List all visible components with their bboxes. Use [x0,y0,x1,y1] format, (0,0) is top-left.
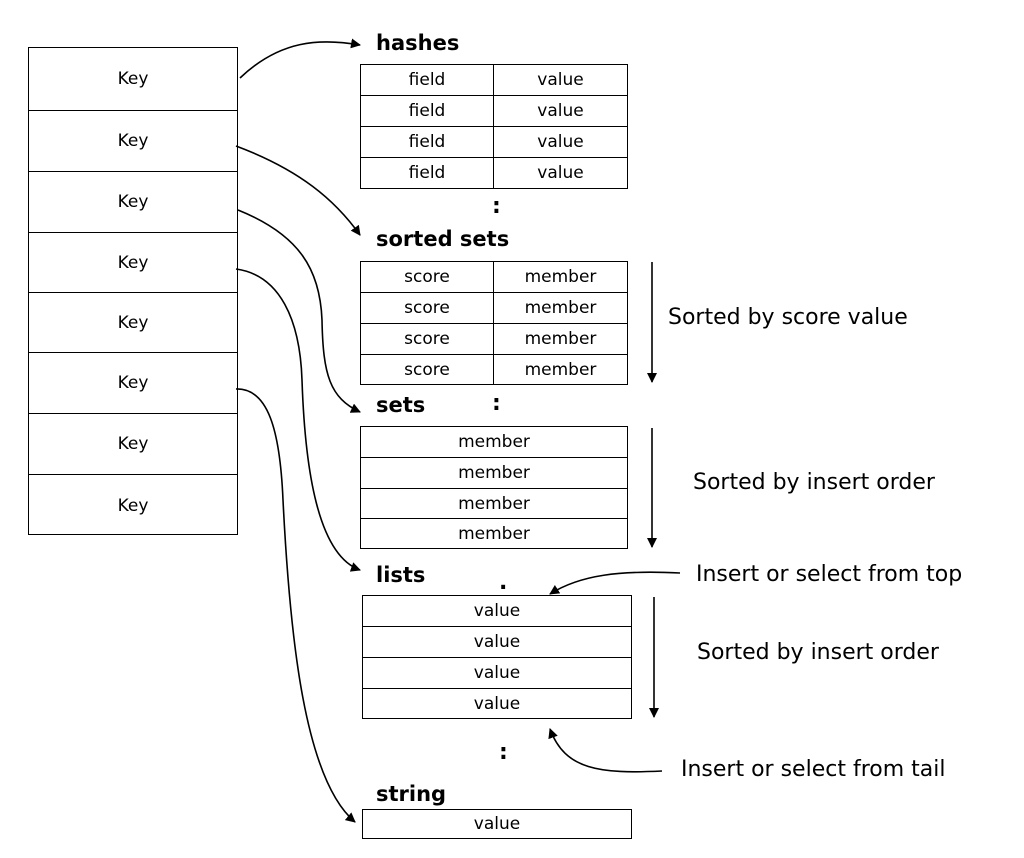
arrow-key-to-hashes [239,38,361,79]
list-value: value [473,663,521,683]
arrow-key-to-string [235,388,356,823]
table-row: member [361,518,627,548]
member-cell: member [458,493,530,514]
key-cell: Key [29,353,237,414]
key-cell: Key [29,111,237,172]
table-row: field value [361,157,627,188]
table-row: value [363,657,631,688]
hashes-title: hashes [376,31,460,55]
table-row: score member [361,354,627,384]
score-cell: score [404,359,450,380]
arrow-key-to-sets [237,209,361,413]
key-cell: Key [117,495,149,516]
sets-note: Sorted by insert order [693,470,935,495]
sorted-sets-more: : [492,391,501,416]
key-cell: Key [29,172,237,233]
table-row: field value [361,126,627,157]
lists-top-note: Insert or select from top [696,562,963,587]
hashes-more: : [492,194,501,219]
insert-top-arrow [549,571,681,595]
hash-field: field [408,163,446,183]
lists-title: lists [376,563,426,587]
sets-title: sets [376,393,426,417]
arrow-key-to-lists [235,268,361,572]
list-value: value [473,601,521,621]
table-row: field value [361,95,627,126]
key-column: Key Key Key Key Key Key Key Key [28,47,238,535]
sets-table: member member member member [360,426,628,549]
table-row: score member [361,262,627,292]
hash-value: value [493,158,627,188]
table-row: member [361,457,627,488]
member-cell: member [458,463,530,483]
table-row: score member [361,292,627,323]
score-cell: score [404,267,450,287]
score-cell: score [404,329,450,349]
member-cell: member [493,324,627,354]
sorted-sets-table: score member score member score member s… [360,261,628,385]
member-cell: member [458,432,530,452]
string-value: value [473,814,521,834]
table-row: member [361,427,627,457]
list-value: value [473,632,521,652]
lists-more-bottom: : [499,740,508,765]
hash-value: value [493,65,627,95]
arrow-key-to-sorted-sets [235,145,361,236]
list-value: value [473,693,521,714]
member-cell: member [458,523,530,544]
key-cell: Key [29,233,237,293]
table-row: value [363,626,631,657]
key-cell: Key [29,48,237,111]
member-cell: member [493,355,627,384]
lists-more-top: . [499,570,508,595]
key-cell: Key [29,293,237,353]
hash-field: field [408,132,446,152]
string-box: value [362,809,632,839]
sorted-sets-title: sorted sets [376,227,510,251]
table-row: field value [361,65,627,95]
hash-field: field [408,101,446,121]
table-row: value [363,688,631,718]
hash-value: value [493,127,627,157]
lists-table: value value value value [362,595,632,719]
hash-value: value [493,96,627,126]
sorted-sets-note: Sorted by score value [668,305,908,330]
hash-field: field [408,70,446,90]
lists-note: Sorted by insert order [697,640,939,665]
lists-tail-note: Insert or select from tail [681,757,946,782]
member-cell: member [493,262,627,292]
table-row: value [363,596,631,626]
score-cell: score [404,298,450,318]
key-cell: Key [29,414,237,475]
insert-tail-arrow [548,728,663,773]
table-row: member [361,488,627,518]
hashes-table: field value field value field value fiel… [360,64,628,189]
member-cell: member [493,293,627,323]
table-row: score member [361,323,627,354]
string-title: string [376,782,447,806]
